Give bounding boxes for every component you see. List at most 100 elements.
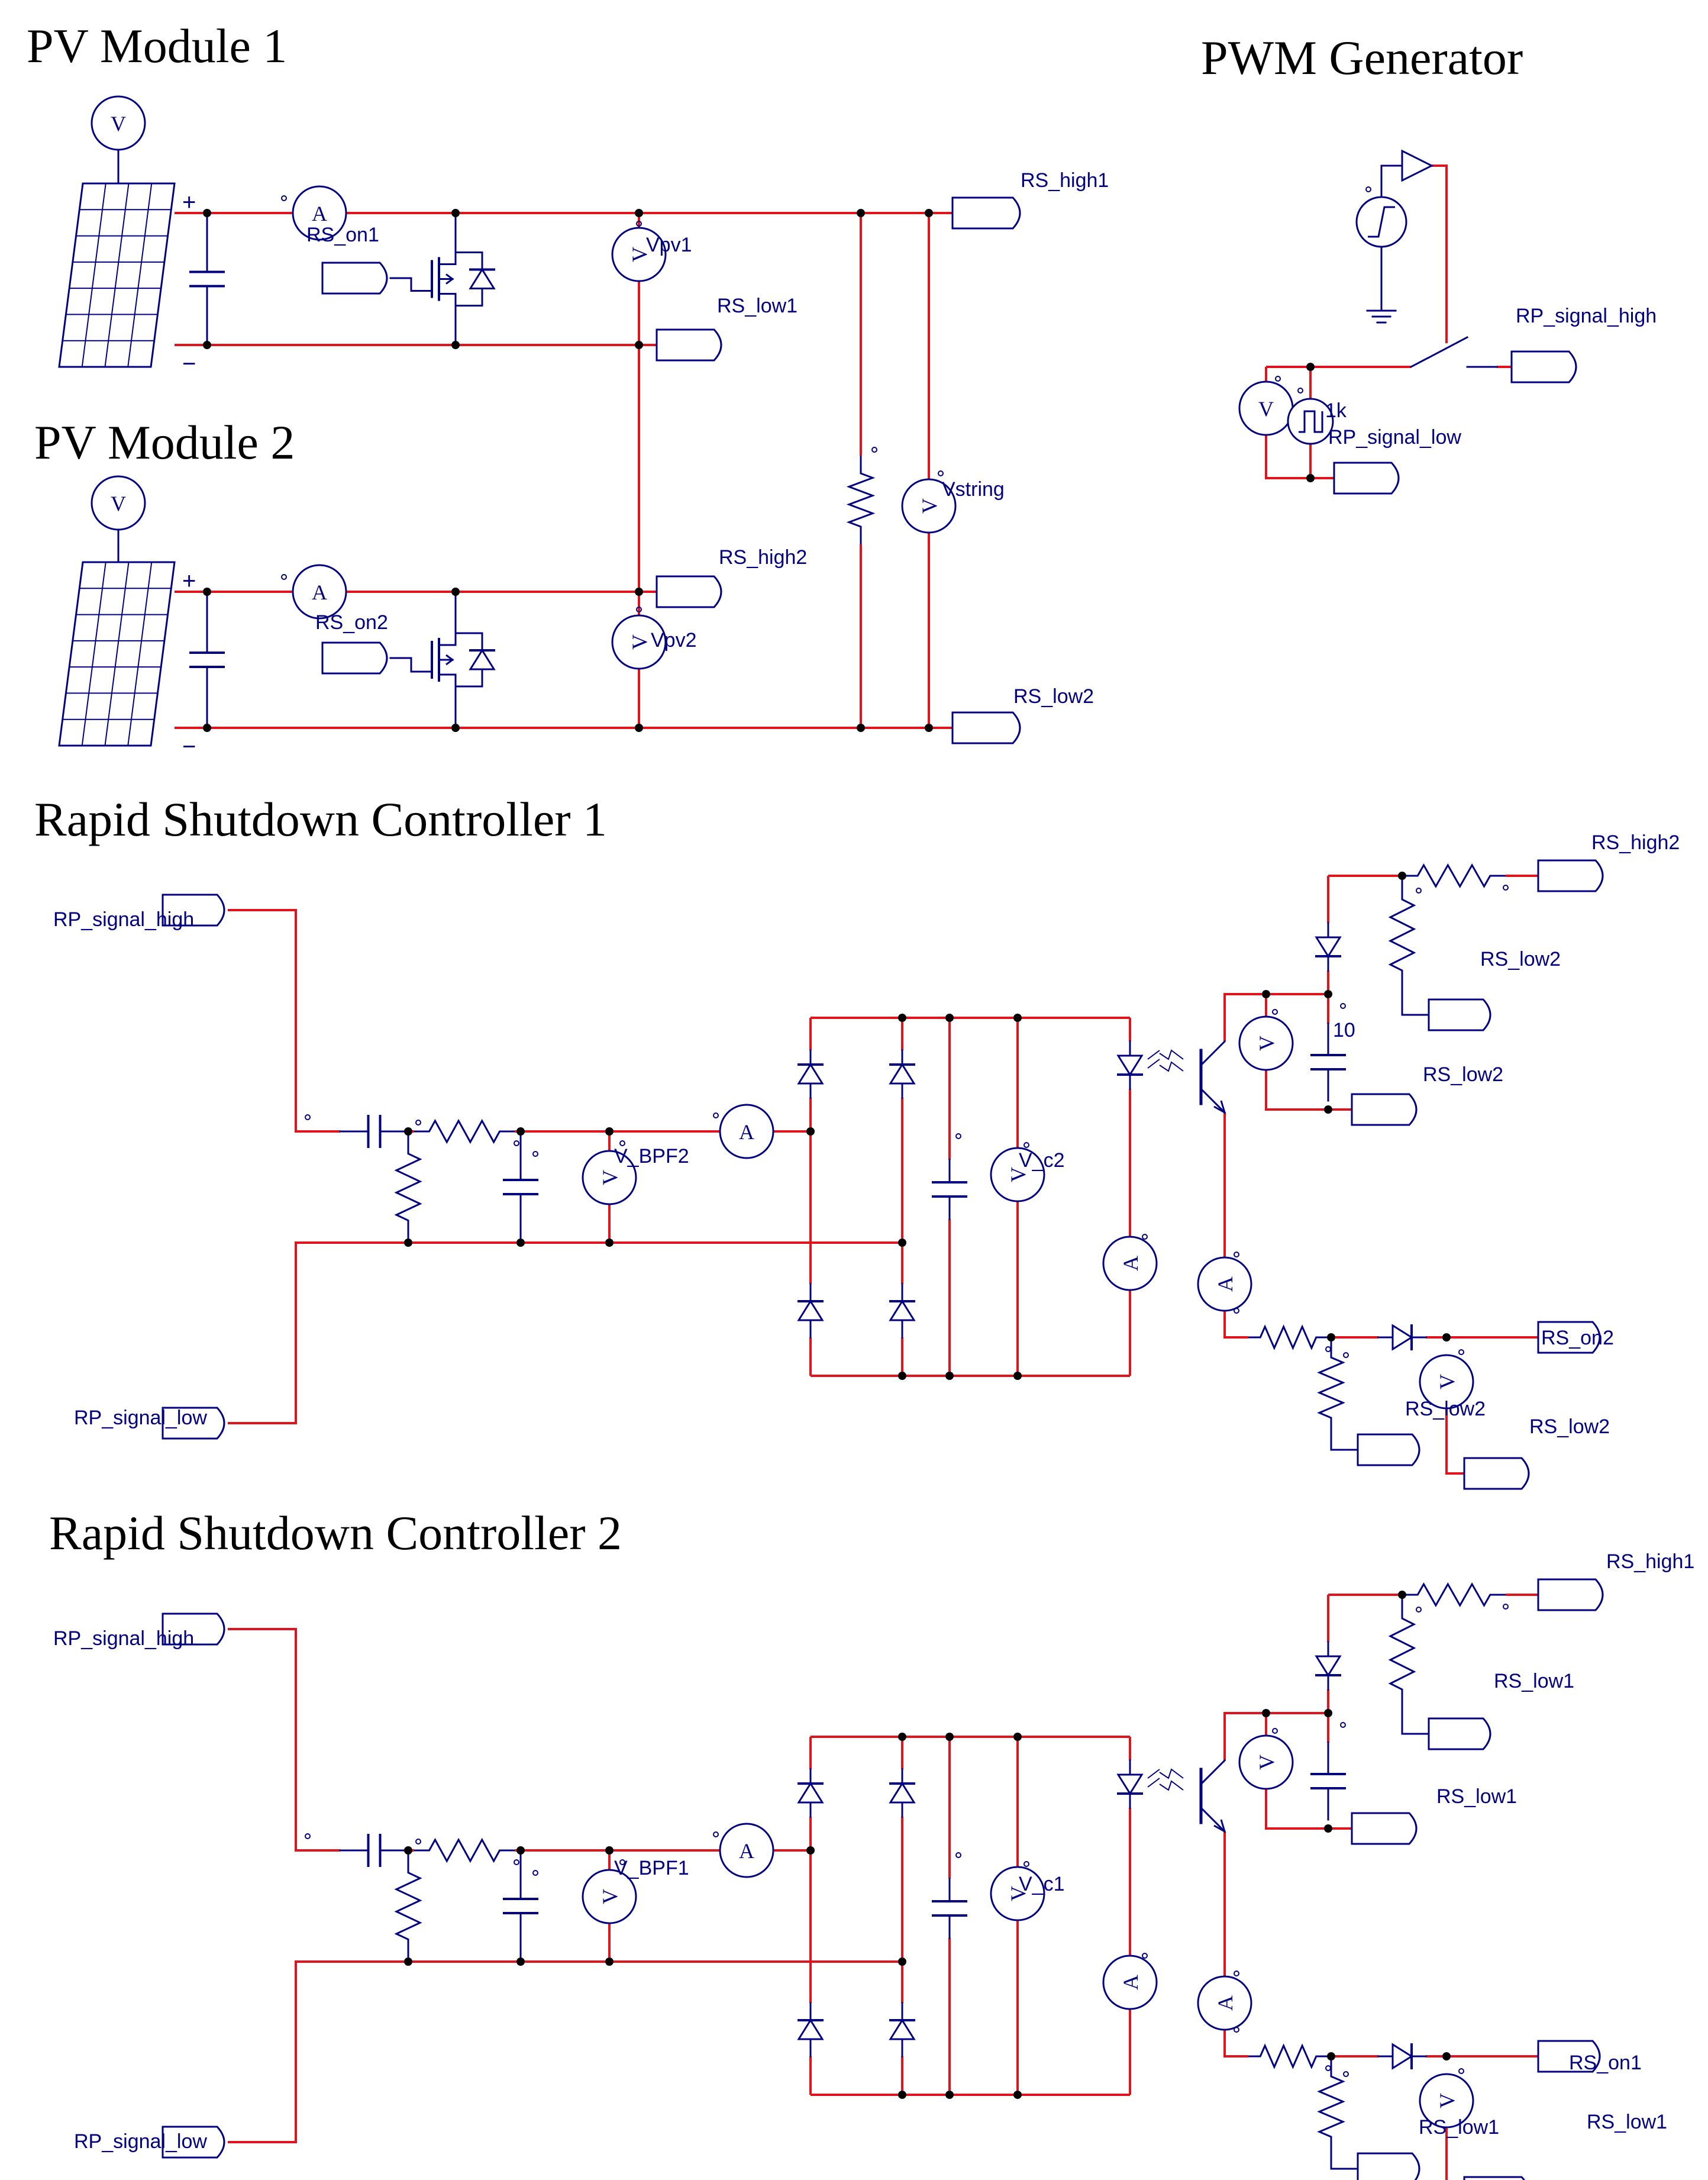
rsc2-output-resistor-vertical	[1388, 1595, 1416, 1713]
rsc2-rs-high-terminal	[1537, 1578, 1604, 1611]
meter-letter: A	[739, 1120, 754, 1144]
polarity-dot	[938, 470, 944, 476]
label-vpv1: Vpv1	[646, 234, 692, 256]
rsc2-optocoupler-phototransistor	[1159, 1759, 1226, 1834]
label-rsc2-rs-low1-c: RS_low1	[1587, 2111, 1667, 2133]
meter-body	[1197, 1256, 1252, 1312]
title-pv-module-1: PV Module 1	[27, 19, 287, 73]
junction-dot	[451, 209, 460, 217]
meter-letter: V	[598, 1170, 622, 1185]
meter-body	[582, 1150, 637, 1205]
junction-dot	[516, 1958, 525, 1966]
junction-dot	[898, 1239, 906, 1247]
junction-dot	[404, 1846, 412, 1855]
rsc2-rp-signal-high-in-terminal	[162, 1613, 225, 1646]
junction-dot	[857, 209, 865, 217]
pwm-ground-icon	[1366, 289, 1397, 324]
label-rsc1-meter-rs-low2: RS_low2	[1405, 1398, 1486, 1420]
label-rs-on2: RS_on2	[315, 611, 388, 634]
meter-body	[611, 227, 667, 282]
polarity-dot	[636, 221, 642, 227]
wire-segment	[228, 1960, 899, 2143]
meter-letter: V	[628, 247, 651, 262]
wire-segment	[1265, 1070, 1352, 1111]
polarity-dot	[1325, 1346, 1331, 1352]
polarity-dot	[713, 1112, 719, 1118]
meter-body	[1419, 2073, 1474, 2129]
rsc1-rectifier-input-ammeter: A	[719, 1104, 774, 1159]
wire-segment	[1265, 1789, 1352, 1830]
junction-dot	[806, 1127, 815, 1136]
rsc1-shunt-resistor	[394, 1131, 422, 1243]
pv2-panel-voltmeter: V	[91, 475, 146, 531]
meter-letter: A	[312, 581, 327, 604]
junction-dot	[1262, 1709, 1270, 1717]
label-v-c2: V_c2	[1019, 1149, 1065, 1172]
polarity-dot	[1458, 2068, 1464, 2074]
label-rs-on1: RS_on1	[306, 224, 379, 246]
label-rsc1-rs-low2-b: RS_low2	[1423, 1063, 1503, 1086]
junction-dot	[1306, 363, 1315, 371]
rsc1-rs-high-terminal	[1537, 859, 1604, 892]
meter-letter: V	[1258, 397, 1274, 421]
wire-segment	[228, 909, 340, 1133]
label-rsc1-rs-high2: RS_high2	[1591, 831, 1680, 854]
polarity-dot	[1340, 1722, 1346, 1728]
junction-dot	[203, 341, 211, 349]
junction-dot	[806, 1846, 815, 1855]
polarity-dot	[305, 1114, 311, 1120]
junction-dot	[203, 724, 211, 732]
rsc1-rs-low-terminal-d	[1463, 1457, 1530, 1490]
rsc1-rs-low-terminal-b	[1351, 1093, 1418, 1126]
junction-dot	[1398, 872, 1406, 880]
junction-dot	[925, 724, 933, 732]
rp-signal-low-out-terminal	[1333, 462, 1400, 495]
junction-dot	[1324, 1105, 1332, 1114]
meter-letter: V	[1435, 2093, 1459, 2108]
polarity-dot	[1416, 1607, 1422, 1613]
label-rsc1-rs-low2-a: RS_low2	[1480, 948, 1561, 970]
pv1-input-capacitor	[189, 212, 225, 346]
minus-terminal: −	[182, 734, 196, 760]
label-rsc1-rs-low2-c: RS_low2	[1529, 1415, 1610, 1438]
label-rs-low1-terminal: RS_low1	[717, 295, 798, 317]
rsc2-rs-low-terminal-a	[1428, 1717, 1491, 1750]
polarity-dot	[532, 1870, 538, 1876]
rsc1-output-voltmeter-lower: V	[1419, 1354, 1474, 1410]
junction-dot	[605, 1958, 614, 1966]
junction-dot	[925, 209, 933, 217]
junction-dot	[1013, 1372, 1022, 1380]
junction-dot	[1327, 2052, 1335, 2060]
junction-dot	[898, 1958, 906, 1966]
rsc2-rs-low-terminal-b	[1351, 1812, 1418, 1845]
label-v-bpf2: V_BPF2	[614, 1145, 689, 1168]
polarity-dot	[305, 1833, 311, 1839]
rsc1-bridge-diode-4	[889, 1283, 916, 1339]
polarity-dot	[713, 1831, 719, 1837]
rsc1-rp-signal-low-in-terminal	[162, 1407, 225, 1440]
junction-dot	[404, 1958, 412, 1966]
rsc2-bridge-diode-4	[889, 2002, 916, 2058]
meter-letter: V	[628, 634, 651, 650]
junction-dot	[945, 2091, 954, 2099]
polarity-dot	[532, 1151, 538, 1157]
label-rsc2-rs-low1-a: RS_low1	[1494, 1670, 1574, 1692]
junction-dot	[857, 724, 865, 732]
mosfet-body-diode	[469, 632, 496, 688]
rsc1-output-diode-upper	[1315, 922, 1342, 972]
rsc1-output-resistor-vertical	[1388, 876, 1416, 994]
label-rsc2-rs-high1: RS_high1	[1606, 1550, 1694, 1573]
rsc2-output-voltmeter-lower: V	[1419, 2073, 1474, 2129]
pv1-panel-voltmeter: V	[91, 95, 146, 151]
wire-segment	[228, 1628, 340, 1852]
pv-module-1-panel	[58, 182, 176, 368]
junction-dot	[635, 588, 643, 596]
junction-dot	[1442, 2052, 1451, 2060]
junction-dot	[404, 1239, 412, 1247]
wire-segment	[1223, 2030, 1248, 2058]
junction-dot	[516, 1846, 525, 1855]
pv-module-2-panel	[58, 561, 176, 747]
junction-dot	[451, 341, 460, 349]
meter-body	[292, 185, 347, 241]
